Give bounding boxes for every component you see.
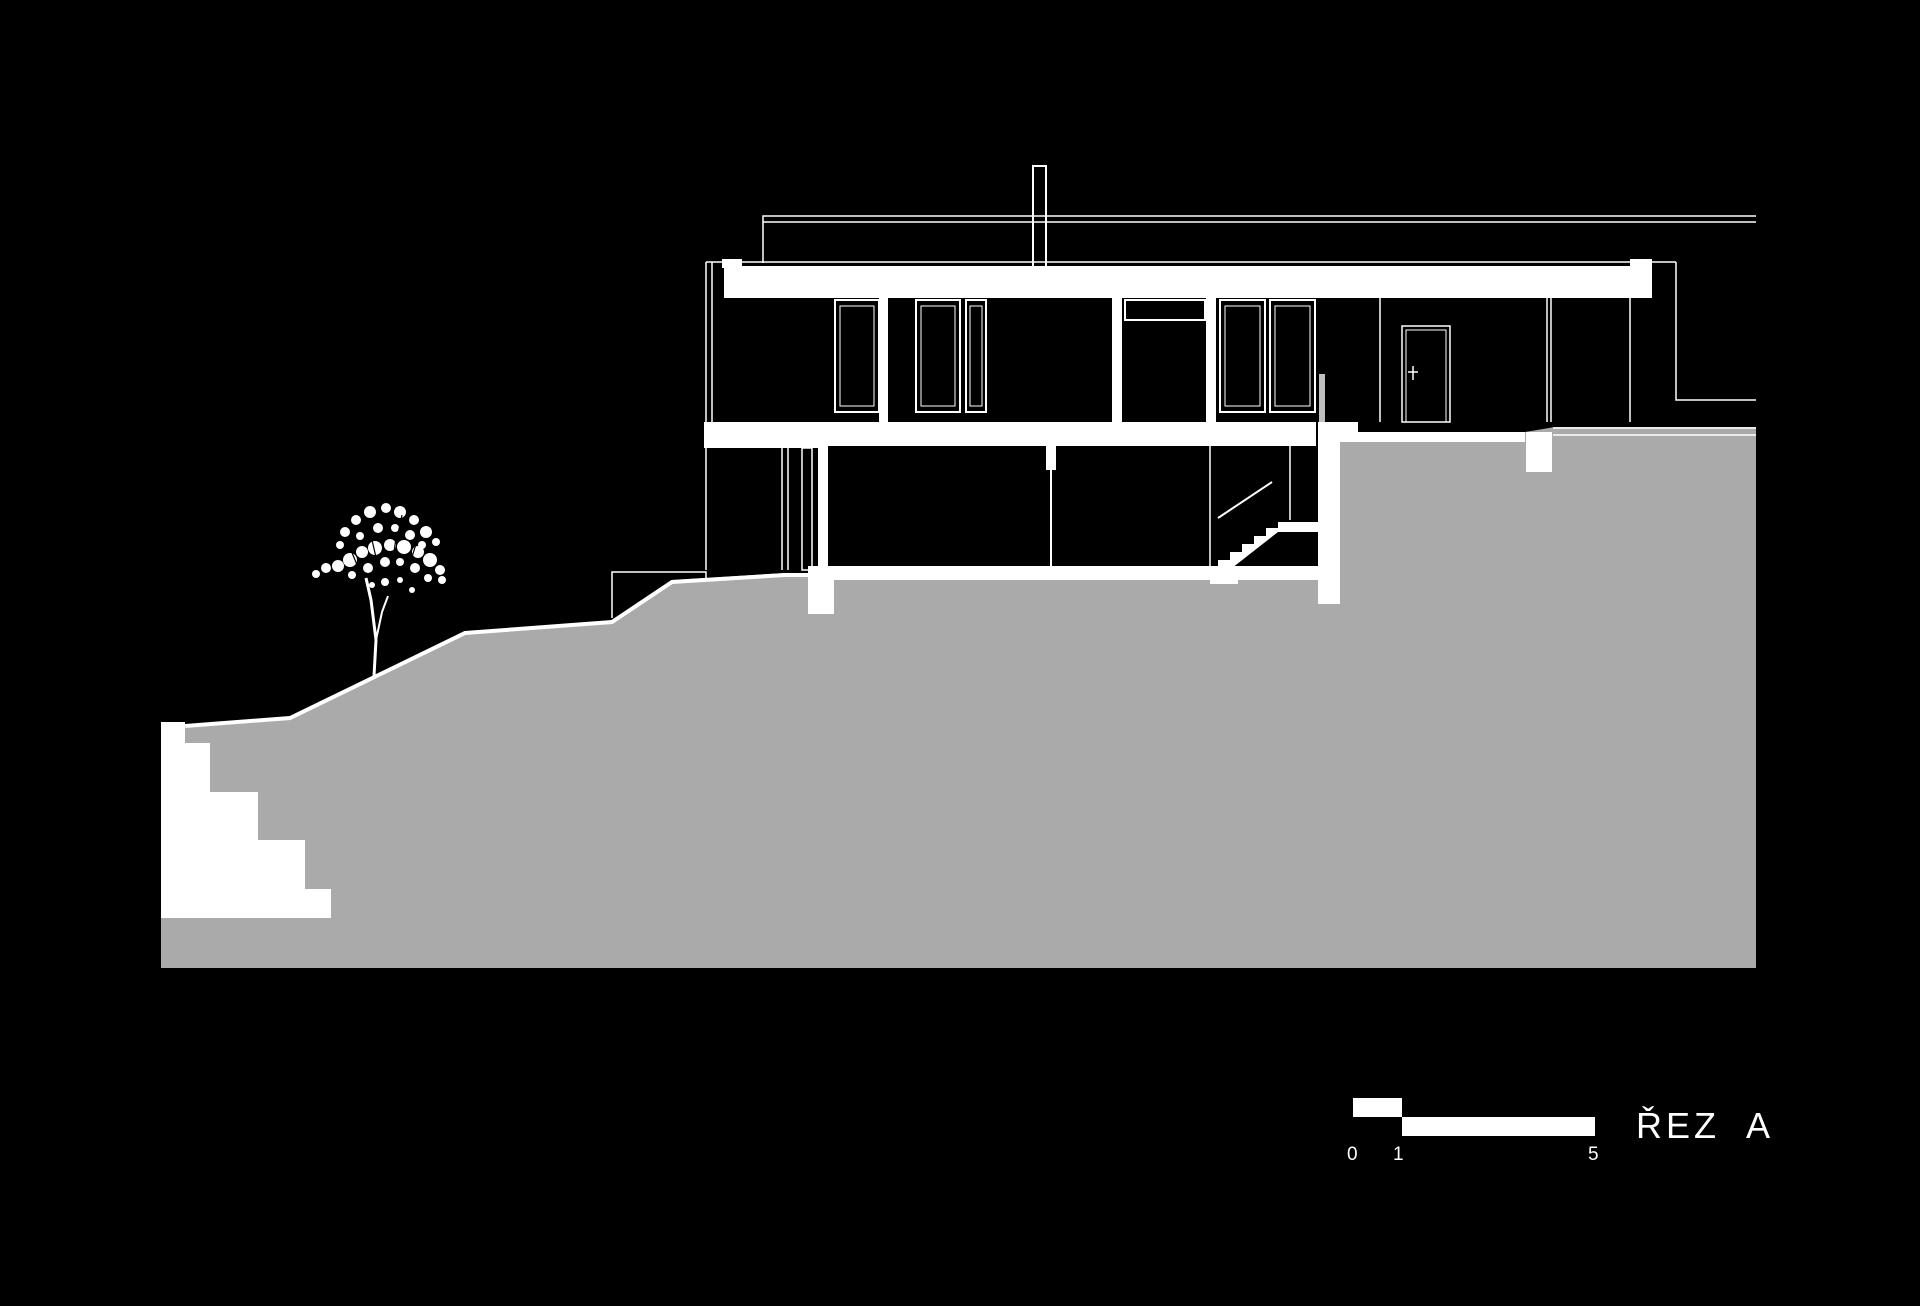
door <box>1401 325 1451 423</box>
roof-slab <box>724 266 1652 298</box>
basement-slab <box>808 566 1320 580</box>
stair-opening <box>1215 439 1291 520</box>
tree-icon <box>312 503 446 677</box>
terrace-footing <box>1526 432 1552 472</box>
scale-label-5: 5 <box>1588 1144 1599 1165</box>
chimney <box>1032 165 1047 269</box>
drawing-title: ŘEZ A <box>1636 1105 1774 1146</box>
terrain-wall-outline <box>611 571 707 618</box>
staircase <box>1218 522 1318 568</box>
roof-parapet-left <box>722 259 742 268</box>
stair-handrail <box>1217 481 1273 519</box>
garden-stairs <box>161 722 331 918</box>
scale-label-1: 1 <box>1393 1144 1404 1165</box>
terrain-line <box>184 573 810 728</box>
upper-lines <box>1319 298 1631 422</box>
upper-windows <box>834 299 1316 413</box>
scale-bar-segment-0-1 <box>1353 1098 1402 1117</box>
upper-columns <box>879 298 1216 422</box>
left-facade <box>705 262 789 570</box>
scale-label-0: 0 <box>1347 1144 1358 1165</box>
slab-step <box>704 422 828 448</box>
stair-base <box>1210 578 1238 584</box>
scale-bar: 0 1 5 <box>1347 1098 1599 1165</box>
ground-mass <box>161 427 1756 968</box>
background-outline <box>706 215 1756 436</box>
lower-column <box>1046 446 1056 470</box>
roof-parapet-right <box>1630 259 1652 268</box>
footing-left <box>808 566 834 614</box>
lower-glass-frame <box>801 447 813 571</box>
retaining-wall <box>1318 422 1525 604</box>
scale-bar-segment-1-5 <box>1402 1117 1595 1136</box>
lower-wall-left <box>818 446 828 570</box>
